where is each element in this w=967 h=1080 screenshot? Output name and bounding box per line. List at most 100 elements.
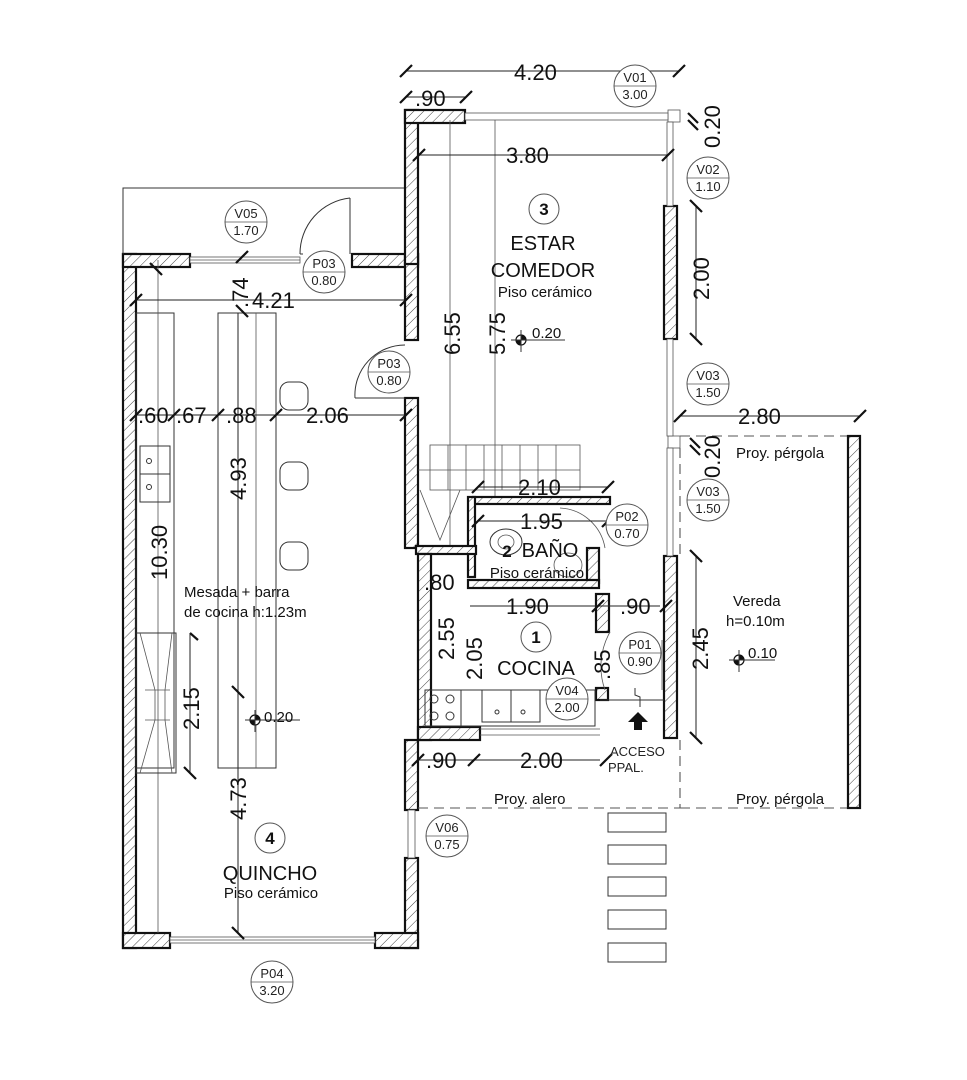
bano-walls xyxy=(414,495,612,590)
tag-code: V05 xyxy=(234,206,257,221)
level-marker-estar xyxy=(511,330,565,352)
tag-width: 1.50 xyxy=(695,385,720,400)
vereda-label: Vereda xyxy=(733,593,781,610)
stove-icon xyxy=(424,689,462,727)
steps xyxy=(607,812,667,963)
estar-walls xyxy=(403,108,681,740)
dim-coc-len2: 2.05 xyxy=(462,637,487,680)
kitchen-sink-icon xyxy=(481,689,541,723)
dim-bottom-b: 2.00 xyxy=(520,748,563,773)
dim-grill-len: 2.15 xyxy=(179,687,204,730)
tag-code: P01 xyxy=(628,637,651,652)
mesada-label: Mesada + barra xyxy=(184,584,290,601)
dim-quincho-top: .74 xyxy=(228,277,253,308)
tag-width: 0.80 xyxy=(376,373,401,388)
room-name: ESTAR xyxy=(510,233,575,255)
level-vereda: 0.10 xyxy=(748,645,777,662)
dim-estar-len-b: 5.75 xyxy=(485,312,510,355)
window-v03-a xyxy=(666,338,674,437)
tag-code: P03 xyxy=(312,256,335,271)
dim-estar-len-a: 6.55 xyxy=(440,312,465,355)
mesada-label: de cocina h:1.23m xyxy=(184,604,307,621)
dim-coc-len1: 2.55 xyxy=(434,617,459,660)
tag-width: 0.80 xyxy=(311,273,336,288)
dim-quincho-lower: 4.73 xyxy=(226,777,251,820)
tag-width: 3.20 xyxy=(259,983,284,998)
door-p02 xyxy=(559,507,606,549)
exterior-outline xyxy=(122,187,405,254)
tag-code: V04 xyxy=(555,683,578,698)
level-estar: 0.20 xyxy=(532,325,561,342)
dim-top-left: .90 xyxy=(415,86,446,111)
dimension-lines xyxy=(129,64,867,940)
dim-quincho-width: 4.21 xyxy=(252,288,295,313)
level-marker-quincho xyxy=(245,710,300,732)
room-label-bano: 2 BAÑO Piso cerámico xyxy=(490,538,584,582)
tag-code: V01 xyxy=(623,70,646,85)
dim-stair: 2.10 xyxy=(518,475,561,500)
room-name: COMEDOR xyxy=(491,260,595,282)
dim-pergola-wall: 0.20 xyxy=(700,435,725,478)
tag-code: V02 xyxy=(696,162,719,177)
room-number: 1 xyxy=(531,628,540,647)
door-p03-side xyxy=(354,344,406,399)
tag-width: 2.00 xyxy=(554,700,579,715)
room-number: 4 xyxy=(265,829,275,848)
window-v05 xyxy=(189,256,301,264)
room-floor: Piso cerámico xyxy=(490,565,584,582)
sink-icon xyxy=(139,445,171,503)
tag-width: 0.90 xyxy=(627,654,652,669)
door-p01 xyxy=(600,631,664,707)
tag-v05: V05 1.70 xyxy=(224,200,268,244)
stair-icon xyxy=(418,444,581,542)
door-p04 xyxy=(169,936,376,944)
tag-p02: P02 0.70 xyxy=(605,503,649,547)
acceso-label: ACCESO xyxy=(610,744,665,759)
tag-code: P02 xyxy=(615,509,638,524)
dim-coc-door: .85 xyxy=(590,649,615,680)
tag-code: V03 xyxy=(696,368,719,383)
dim-bottom-a: .90 xyxy=(426,748,457,773)
tag-width: 3.00 xyxy=(622,87,647,102)
door-p03-top xyxy=(299,197,351,255)
pergola-wall xyxy=(846,434,862,810)
room-name: BAÑO xyxy=(522,538,579,562)
tag-v03-b: V03 1.50 xyxy=(686,478,730,522)
tag-v04: V04 2.00 xyxy=(545,677,589,721)
dim-top-total: 4.20 xyxy=(514,60,557,85)
room-name: COCINA xyxy=(497,658,575,680)
dim-coc-a: .80 xyxy=(424,570,455,595)
room-number: 2 xyxy=(502,542,511,561)
dim-q-a: .60 xyxy=(138,403,169,428)
window-v03-b xyxy=(666,447,674,557)
proy-alero: Proy. alero xyxy=(494,791,565,808)
tag-code: P04 xyxy=(260,966,283,981)
projection-lines xyxy=(418,435,848,809)
tag-p04: P04 3.20 xyxy=(250,960,294,1004)
tag-code: V03 xyxy=(696,484,719,499)
toilet-icon xyxy=(489,528,583,578)
arrow-up-icon xyxy=(628,712,648,730)
room-label-cocina: 1 COCINA xyxy=(497,621,576,680)
tag-p01: P01 0.90 xyxy=(618,631,662,675)
tag-width: 0.70 xyxy=(614,526,639,541)
dim-q-c: .88 xyxy=(226,403,257,428)
cocina-walls xyxy=(416,552,611,742)
grill-icon xyxy=(135,632,177,774)
room-floor: Piso cerámico xyxy=(224,885,318,902)
room-number: 3 xyxy=(539,200,548,219)
tag-p03-side: P03 0.80 xyxy=(367,350,411,394)
tag-width: 0.75 xyxy=(434,837,459,852)
dim-bar-len: 4.93 xyxy=(226,457,251,500)
window-v02 xyxy=(666,121,674,207)
proy-pergola-top: Proy. pérgola xyxy=(736,445,825,462)
dim-pergola-width: 2.80 xyxy=(738,404,781,429)
tag-p03-top: P03 0.80 xyxy=(302,250,346,294)
tag-v06: V06 0.75 xyxy=(425,814,469,858)
dim-coc-b: 1.90 xyxy=(506,594,549,619)
dim-q-b: .67 xyxy=(176,403,207,428)
dim-vereda-len: 2.45 xyxy=(688,627,713,670)
vereda-label: h=0.10m xyxy=(726,613,785,630)
dim-estar-width: 3.80 xyxy=(506,143,549,168)
